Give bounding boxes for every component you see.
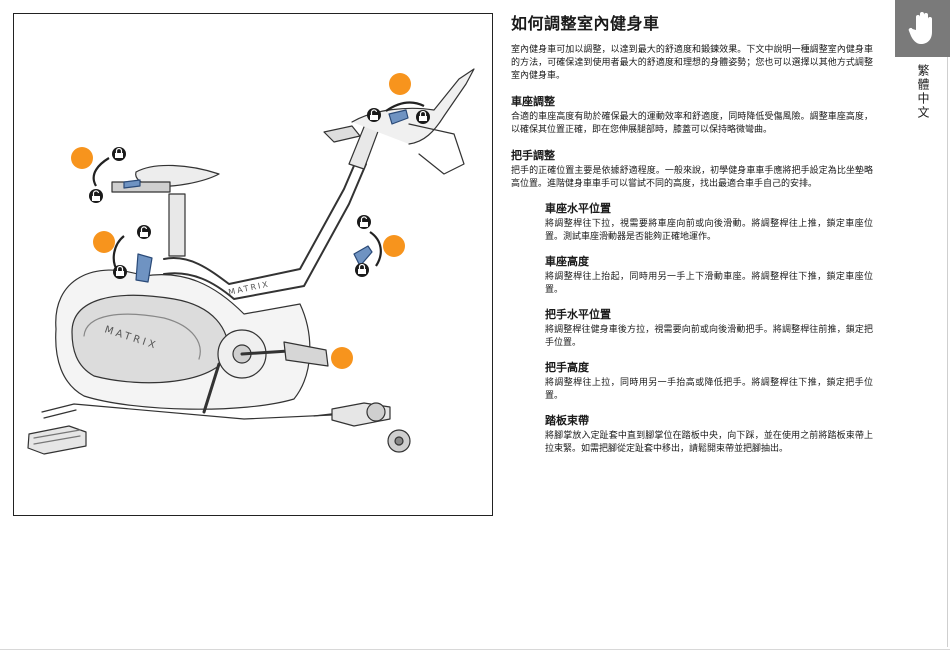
callout-seat-height: [93, 231, 115, 253]
subsection-seat-horizontal: 車座水平位置 將調整桿往下拉，視需要將車座向前或向後滑動。將調整桿往上推，鎖定車…: [545, 200, 873, 244]
unlock-icon: [357, 215, 371, 229]
handlebar-slider-lever: [388, 109, 409, 125]
subsection-seat-height: 車座高度 將調整桿往上抬起，同時用另一手上下滑動車座。將調整桿往下推，鎖定車座位…: [545, 253, 873, 297]
subsection-heading: 把手水平位置: [545, 308, 611, 321]
handlebar-paragraph: 把手的正確位置主要是依據舒適程度。一般來說，初學健身車車手應將把手設定為比坐墊略…: [511, 166, 873, 189]
bike-illustration: MATRIX MATRIX: [13, 13, 493, 516]
seat-slider: [111, 181, 171, 193]
unlock-icon: [367, 108, 381, 122]
lock-icon: [112, 147, 126, 161]
lock-icon: [416, 110, 430, 124]
subsection-heading: 車座水平位置: [545, 202, 611, 215]
seat-slider-lever: [123, 179, 141, 189]
callout-handlebar-height: [383, 235, 405, 257]
subsection-text: 將腳掌放入定趾套中直到腳掌位在踏板中央，向下踩，並在使用之前將踏板束帶上拉束緊。…: [545, 431, 873, 454]
handlebar-height-lever: [353, 245, 373, 267]
handlebar-slide-arrow: [385, 101, 425, 112]
language-label: 繁體中文: [916, 64, 930, 120]
intro-paragraph: 室內健身車可加以調整，以達到最大的舒適度和鍛鍊效果。下文中說明一種調整室內健身車…: [511, 45, 873, 81]
subsection-heading: 踏板束帶: [545, 414, 589, 427]
lock-icon: [355, 263, 369, 277]
subsection-heading: 把手高度: [545, 361, 589, 374]
subsection-text: 將調整桿往上抬起，同時用另一手上下滑動車座。將調整桿往下推，鎖定車座位置。: [545, 272, 873, 295]
subsection-heading: 車座高度: [545, 255, 589, 268]
unlock-icon: [137, 225, 151, 239]
seat-post: [168, 193, 186, 257]
subsection-text: 將調整桿往下拉，視需要將車座向前或向後滑動。將調整桿往上推，鎖定車座位置。測試車…: [545, 219, 873, 242]
pedal: [283, 341, 329, 367]
subsection-handlebar-horizontal: 把手水平位置 將調整桿往健身車後方拉，視需要向前或向後滑動把手。將調整桿往前推，…: [545, 306, 873, 350]
callout-handlebar-slide: [389, 73, 411, 95]
seat-slide-arrow: [92, 157, 110, 187]
subsection-list: 車座水平位置 將調整桿往下拉，視需要將車座向前或向後滑動。將調整桿往上推，鎖定車…: [545, 200, 873, 456]
subsection-handlebar-height: 把手高度 將調整桿往上拉，同時用另一手抬高或降低把手。將調整桿往下推，鎖定把手位…: [545, 359, 873, 403]
page-bottom-rule: [0, 649, 950, 650]
page-title: 如何調整室內健身車: [511, 14, 660, 33]
subsection-text: 將調整桿往健身車後方拉，視需要向前或向後滑動把手。將調整桿往前推，鎖定把手位置。: [545, 325, 873, 348]
seat-heading: 車座調整: [511, 95, 555, 108]
hand-stop-icon: [908, 12, 932, 44]
unlock-icon: [89, 189, 103, 203]
language-tab[interactable]: [895, 0, 950, 57]
callout-seat-slide: [71, 147, 93, 169]
handlebar-heading: 把手調整: [511, 149, 555, 162]
seat-paragraph: 合適的車座高度有助於確保最大的運動效率和舒適度，同時降低受傷風險。調整車座高度，…: [511, 112, 873, 135]
subsection-text: 將調整桿往上拉，同時用另一手抬高或降低把手。將調整桿往下推，鎖定把手位置。: [545, 378, 873, 401]
seat-height-lever: [135, 253, 153, 283]
subsection-pedal-strap: 踏板束帶 將腳掌放入定趾套中直到腳掌位在踏板中央，向下踩，並在使用之前將踏板束帶…: [545, 412, 873, 456]
lock-icon: [113, 265, 127, 279]
callout-pedal-strap: [331, 347, 353, 369]
bike-drawing: MATRIX MATRIX: [27, 68, 475, 455]
instructions-column: 如何調整室內健身車 室內健身車可加以調整，以達到最大的舒適度和鍛鍊效果。下文中說…: [511, 10, 873, 456]
handlebar-height-arrow: [369, 231, 382, 267]
transport-wheel: [366, 402, 386, 422]
sidebar-divider: [947, 57, 948, 647]
